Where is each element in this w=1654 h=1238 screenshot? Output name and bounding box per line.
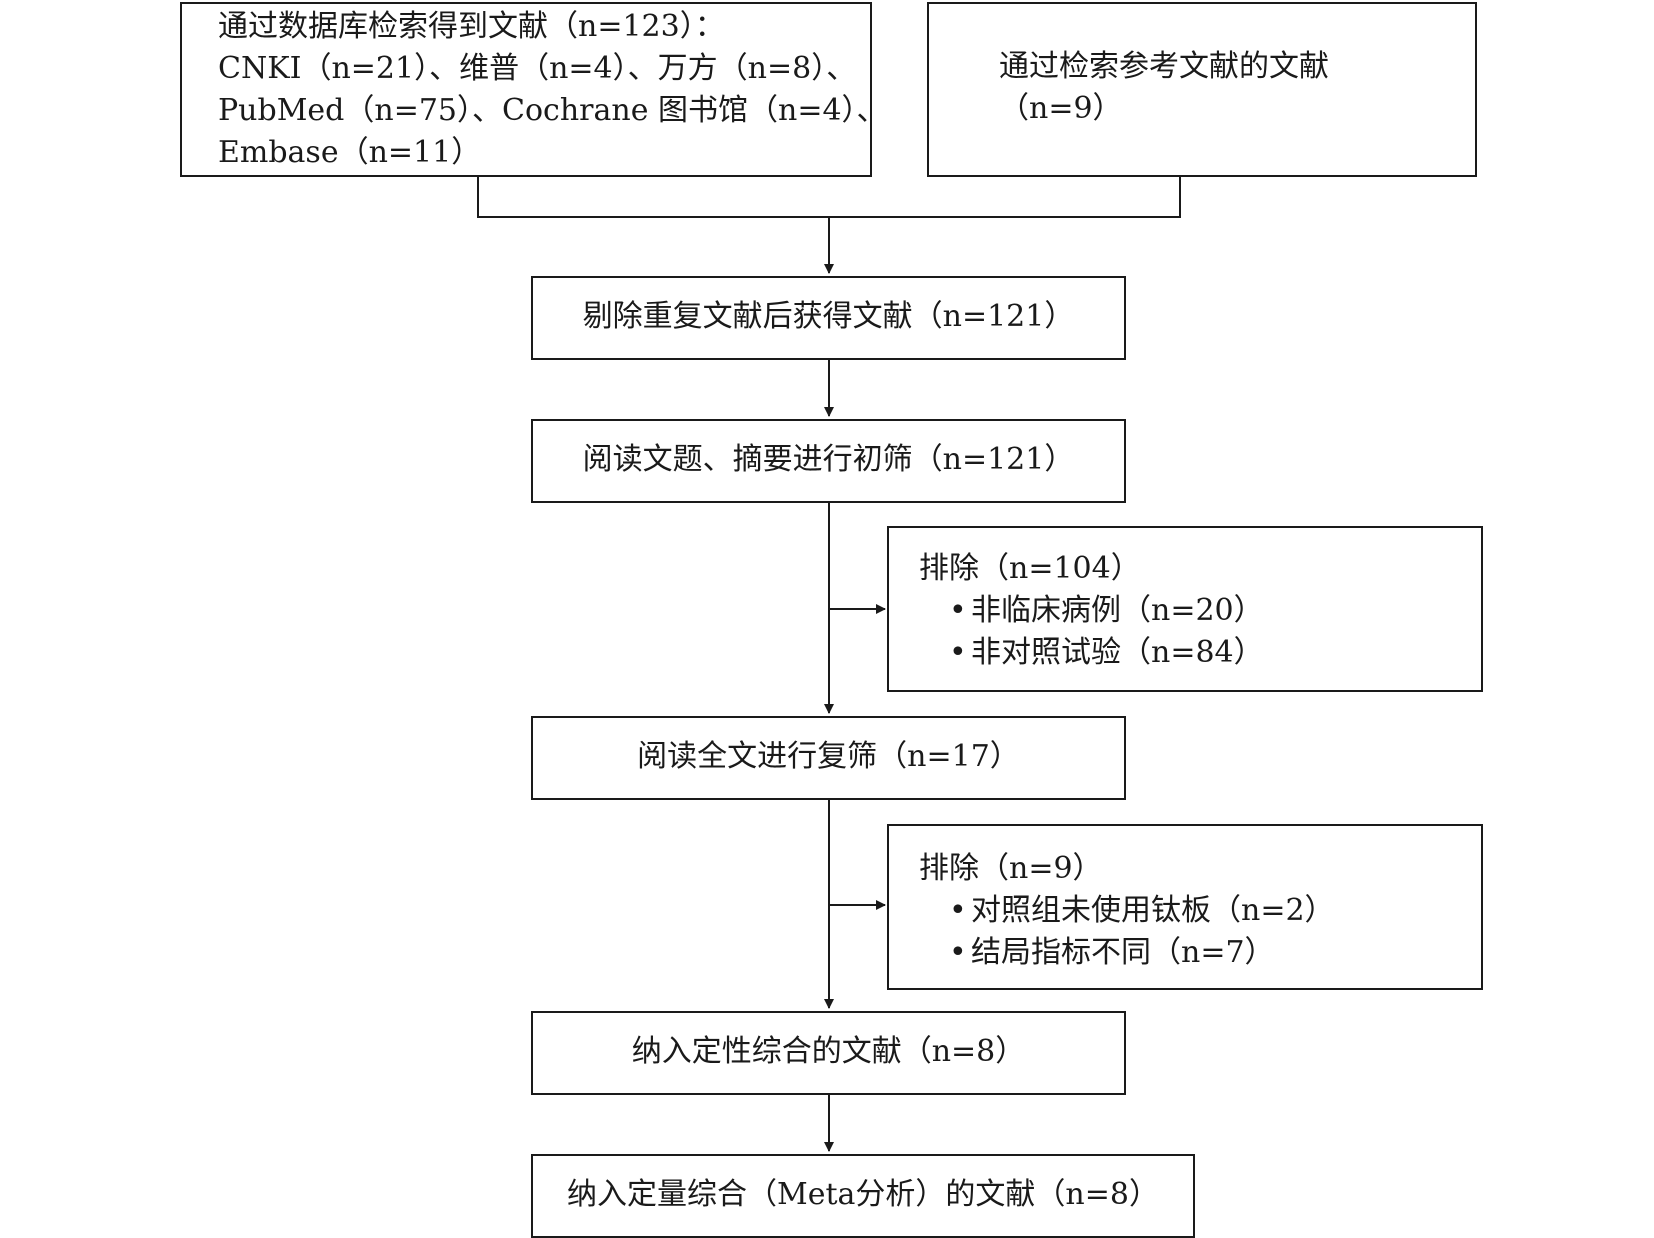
bullet-icon: • bbox=[949, 893, 967, 928]
exclude-2-title: 排除（n=9） bbox=[919, 851, 1103, 886]
database-search-line-2: CNKI（n=21）、维普（n=4）、万方（n=8）、 bbox=[218, 51, 857, 86]
reference-search-box: 通过检索参考文献的文献 （n=9） bbox=[927, 2, 1477, 177]
initial-screen-label: 阅读文题、摘要进行初筛（n=121） bbox=[582, 442, 1075, 477]
bullet-icon: • bbox=[949, 593, 967, 628]
database-search-line-3: PubMed（n=75）、Cochrane 图书馆（n=4）、 bbox=[218, 93, 887, 128]
exclude-2-box: 排除（n=9） •对照组未使用钛板（n=2） •结局指标不同（n=7） bbox=[887, 824, 1483, 990]
qualitative-synthesis-label: 纳入定性综合的文献（n=8） bbox=[631, 1034, 1026, 1069]
quantitative-synthesis-box: 纳入定量综合（Meta分析）的文献（n=8） bbox=[531, 1154, 1195, 1238]
exclude-1-box: 排除（n=104） •非临床病例（n=20） •非对照试验（n=84） bbox=[887, 526, 1483, 692]
database-search-box: 通过数据库检索得到文献（n=123）： CNKI（n=21）、维普（n=4）、万… bbox=[180, 2, 887, 177]
reference-search-line-2: （n=9） bbox=[999, 91, 1123, 126]
exclude-2-item-label: 对照组未使用钛板（n=2） bbox=[971, 893, 1335, 928]
bullet-icon: • bbox=[949, 935, 967, 970]
reference-search-line-1: 通过检索参考文献的文献 bbox=[999, 49, 1329, 84]
qualitative-synthesis-box: 纳入定性综合的文献（n=8） bbox=[531, 1011, 1126, 1095]
exclude-1-item-label: 非临床病例（n=20） bbox=[971, 593, 1264, 628]
full-text-screen-label: 阅读全文进行复筛（n=17） bbox=[637, 739, 1020, 774]
exclude-2-item: •结局指标不同（n=7） bbox=[949, 932, 1275, 974]
bullet-icon: • bbox=[949, 635, 967, 670]
full-text-screen-box: 阅读全文进行复筛（n=17） bbox=[531, 716, 1126, 800]
quantitative-synthesis-label: 纳入定量综合（Meta分析）的文献（n=8） bbox=[567, 1177, 1159, 1212]
after-dedup-label: 剔除重复文献后获得文献（n=121） bbox=[582, 299, 1075, 334]
exclude-2-item: •对照组未使用钛板（n=2） bbox=[949, 890, 1335, 932]
after-dedup-box: 剔除重复文献后获得文献（n=121） bbox=[531, 276, 1126, 360]
exclude-1-item-label: 非对照试验（n=84） bbox=[971, 635, 1264, 670]
exclude-1-item: •非对照试验（n=84） bbox=[949, 632, 1264, 674]
exclude-1-item: •非临床病例（n=20） bbox=[949, 590, 1264, 632]
merge-connector bbox=[477, 176, 1181, 218]
exclude-1-title: 排除（n=104） bbox=[919, 551, 1141, 586]
database-search-line-4: Embase（n=11） bbox=[218, 135, 482, 170]
initial-screen-box: 阅读文题、摘要进行初筛（n=121） bbox=[531, 419, 1126, 503]
exclude-2-item-label: 结局指标不同（n=7） bbox=[971, 935, 1275, 970]
database-search-line-1: 通过数据库检索得到文献（n=123）： bbox=[218, 9, 725, 44]
